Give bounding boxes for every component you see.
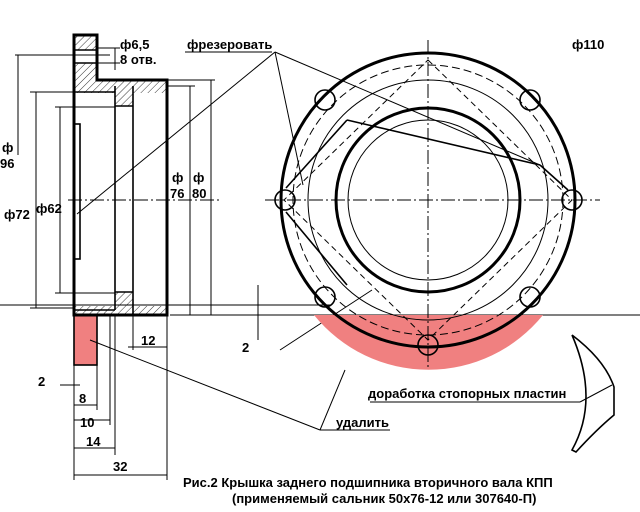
caption-line-2: (применяемый сальник 50х76-12 или 307640… [232, 491, 536, 506]
d62-label: ф62 [36, 201, 62, 216]
d80-label: 80 [192, 186, 206, 201]
d76-label: 76 [170, 186, 184, 201]
hole-count-label: 8 отв. [120, 52, 156, 67]
front-view: фрезеровать ф110 доработка стопорных пла… [187, 37, 615, 453]
dim-12: 12 [141, 333, 155, 348]
d72-label: ф72 [4, 207, 30, 222]
d80-phi: ф [193, 170, 204, 185]
rework-label: доработка стопорных пластин [368, 386, 566, 401]
dim-2-right: 2 [242, 340, 249, 355]
remove-label: удалить [336, 415, 389, 430]
hole-diameter-label: ф6,5 [120, 37, 149, 52]
dim-10: 10 [80, 415, 94, 430]
dim-32: 32 [113, 459, 127, 474]
dim-2-left: 2 [38, 374, 45, 389]
dim-14: 14 [86, 434, 101, 449]
mill-label: фрезеровать [187, 37, 272, 52]
d96-phi: ф [2, 140, 13, 155]
d96-label: 96 [0, 156, 14, 171]
dim-8: 8 [79, 391, 86, 406]
lock-plate [570, 334, 615, 453]
caption-line-1: Рис.2 Крышка заднего подшипника вторично… [183, 475, 553, 490]
removed-area-front [314, 315, 543, 370]
d110-label: ф110 [572, 37, 604, 52]
removed-area-section [74, 315, 97, 365]
d76-phi: ф [172, 170, 183, 185]
section-view: ф6,5 8 отв. ф 96 ф72 ф62 ф 76 ф 80 12 2 … [0, 33, 640, 480]
